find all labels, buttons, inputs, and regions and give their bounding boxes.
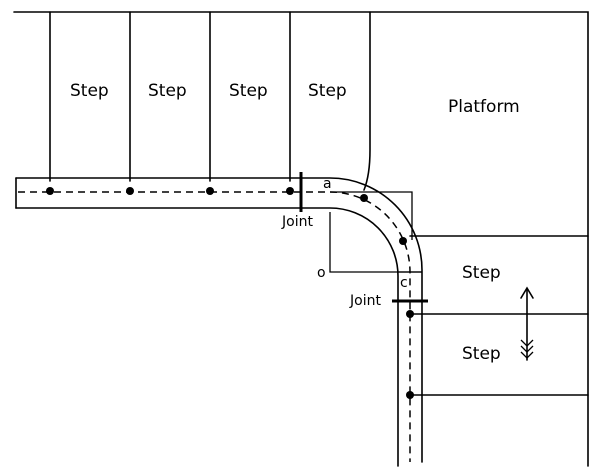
step-label: Step	[229, 81, 268, 101]
baluster-dot	[286, 187, 294, 195]
handrail-inner-edge	[15, 207, 399, 467]
step-label: Step	[462, 263, 501, 283]
baluster-dot	[46, 187, 54, 195]
up-direction-arrow-icon	[520, 286, 534, 361]
upper-joint-label: Joint	[281, 214, 313, 230]
lower-joint-label: Joint	[349, 293, 381, 309]
winder-riser-line	[363, 11, 371, 191]
step-label: Step	[70, 81, 109, 101]
platform-label: Platform	[448, 97, 520, 117]
step-label: Step	[462, 344, 501, 364]
construction-box	[330, 191, 413, 240]
construction-radius-line	[329, 212, 422, 273]
baluster-dot	[126, 187, 134, 195]
handrail-centre-line	[18, 191, 411, 462]
step-label: Step	[148, 81, 187, 101]
baluster-dot	[206, 187, 214, 195]
baluster-dot	[406, 310, 414, 318]
handrail-outer-edge	[15, 177, 423, 463]
baluster-dot	[406, 391, 414, 399]
point-o-label: o	[317, 265, 326, 281]
point-c-label: c	[400, 275, 408, 291]
baluster-dot	[360, 194, 368, 202]
step-label: Step	[308, 81, 347, 101]
point-a-label: a	[323, 176, 332, 192]
baluster-dot	[399, 237, 407, 245]
